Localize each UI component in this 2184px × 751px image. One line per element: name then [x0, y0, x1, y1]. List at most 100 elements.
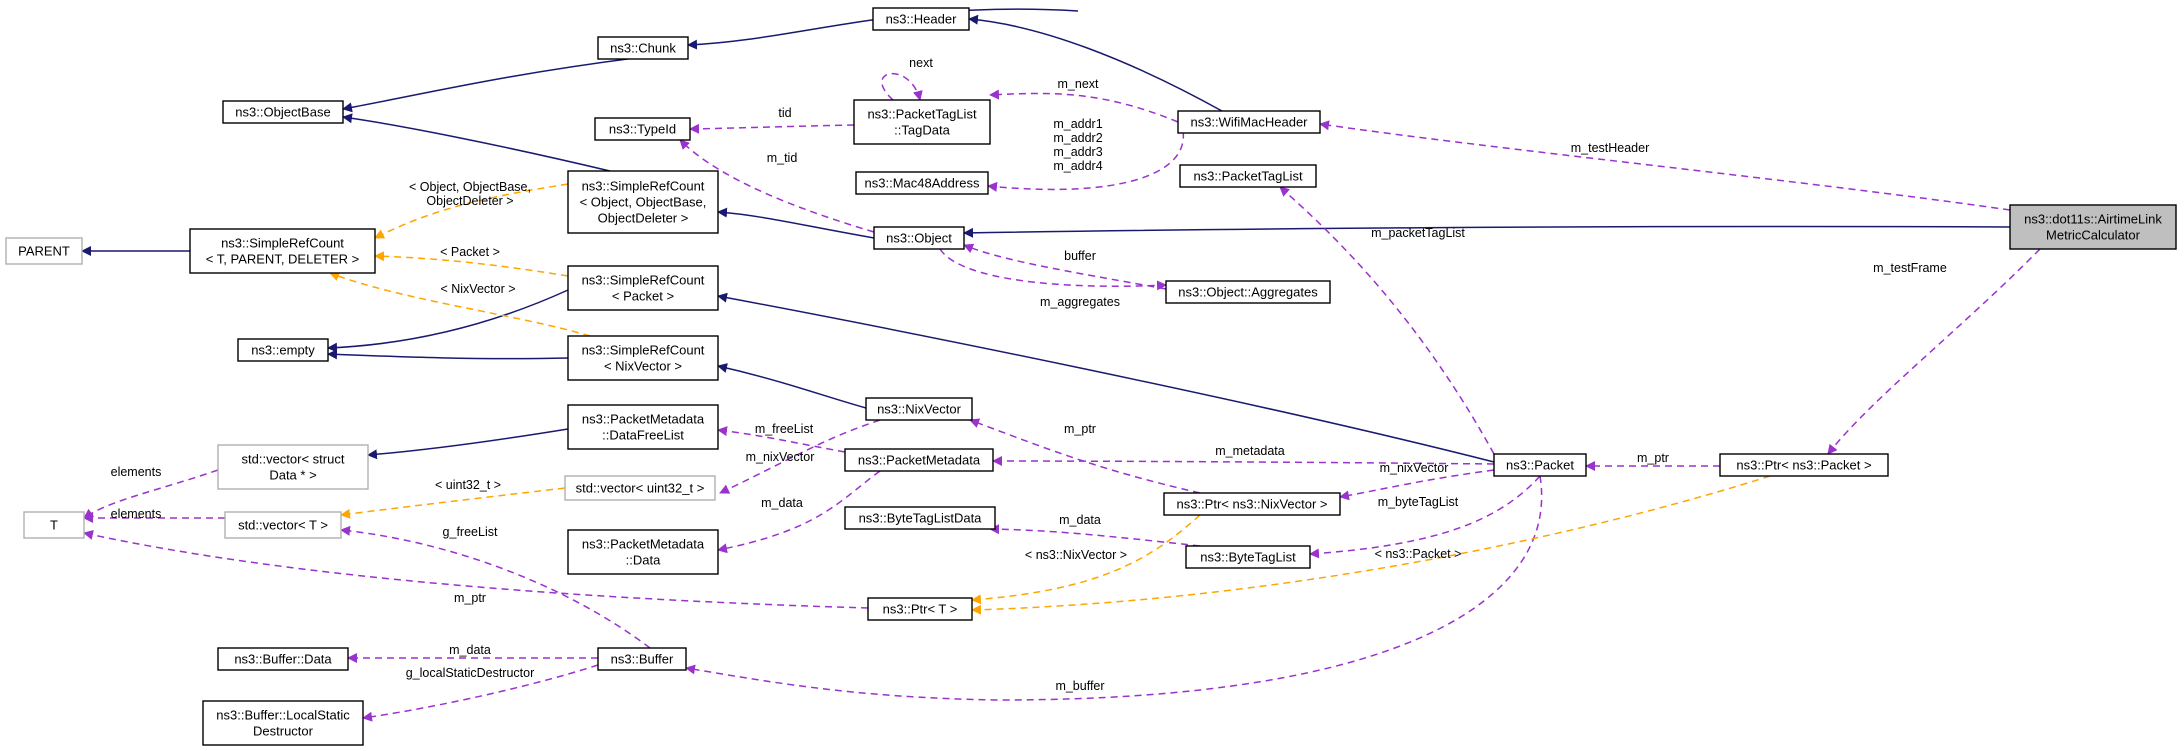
node-parent[interactable]: PARENT [5, 237, 83, 265]
node-label: std::vector< T > [238, 518, 328, 533]
node-objectbase[interactable]: ns3::ObjectBase [222, 100, 344, 124]
usage-edge [1279, 186, 1495, 455]
inheritance-edge [968, 14, 1223, 112]
edge-label-next: next [909, 56, 933, 70]
inheritance-edge [327, 349, 569, 360]
usage-edge [719, 419, 881, 494]
node-buffer[interactable]: ns3::Buffer [597, 647, 687, 671]
node-label: ns3::Buffer [611, 652, 674, 667]
node-label: ns3::TypeId [609, 122, 676, 137]
usage-edge [987, 119, 1185, 192]
edge-label-buffer: buffer [1064, 249, 1096, 263]
node-label: ns3::Header [886, 12, 957, 27]
edge-label-tpl-ptrnix: < ns3::NixVector > [1025, 548, 1127, 562]
node-label: < Object, ObjectBase, [580, 195, 707, 210]
usage-edge [989, 524, 1201, 547]
edge-label-g-lsd: g_localStaticDestructor [406, 666, 535, 680]
node-label: ns3::Ptr< T > [883, 602, 958, 617]
node-label: ns3::ByteTagListData [859, 511, 983, 526]
node-label: ns3::dot11s::AirtimeLink [2024, 212, 2162, 227]
inheritance-edge [717, 207, 875, 239]
node-label: std::vector< uint32_t > [576, 481, 705, 496]
edge-label-m-tid: m_tid [767, 151, 798, 165]
edge-label-m-ptr-packet: m_ptr [1637, 451, 1669, 465]
node-label: ns3::Chunk [610, 41, 676, 56]
node-tagdata[interactable]: ns3::PacketTagList::TagData [853, 99, 991, 145]
node-label: ns3::SimpleRefCount [582, 343, 705, 358]
node-bytetaglistdata[interactable]: ns3::ByteTagListData [844, 506, 996, 530]
node-aggregates[interactable]: ns3::Object::Aggregates [1165, 280, 1331, 304]
node-packetmetadata[interactable]: ns3::PacketMetadata [844, 448, 994, 472]
edge-label-tpl-nix: < NixVector > [440, 282, 515, 296]
usage-edge [881, 73, 923, 101]
node-chunk[interactable]: ns3::Chunk [597, 36, 689, 60]
edge-label-m-nixvector: m_nixVector [1380, 461, 1449, 475]
inheritance-edge [717, 363, 867, 409]
edge-label-g-freelist: g_freeList [443, 525, 498, 539]
usage-edge [685, 475, 1543, 701]
node-label: ::Data [626, 553, 661, 568]
node-object[interactable]: ns3::Object [873, 226, 965, 250]
node-label: < NixVector > [604, 359, 682, 374]
node-srcpacket[interactable]: ns3::SimpleRefCount< Packet > [567, 265, 719, 311]
node-vecuint[interactable]: std::vector< uint32_t > [564, 475, 716, 501]
node-srctpl[interactable]: ns3::SimpleRefCount< T, PARENT, DELETER … [189, 228, 376, 274]
usage-edge [340, 525, 651, 649]
node-t[interactable]: T [23, 511, 85, 539]
edge-label-tpl-ptrpacket: < ns3::Packet > [1375, 547, 1462, 561]
node-srcnix[interactable]: ns3::SimpleRefCount< NixVector > [567, 335, 719, 381]
node-header[interactable]: ns3::Header [872, 7, 970, 31]
node-bufferdata[interactable]: ns3::Buffer::Data [217, 647, 349, 671]
edge-label-elements-struct: elements [111, 465, 162, 479]
template-edge [971, 514, 1201, 605]
edge-label-m-aggregates: m_aggregates [1040, 295, 1120, 309]
edge-label-m-data-btl: m_data [1059, 513, 1101, 527]
node-vect[interactable]: std::vector< T > [224, 511, 342, 539]
node-label: ns3::PacketTagList [1193, 169, 1303, 184]
node-metadata[interactable]: ns3::PacketMetadata::Data [567, 529, 719, 575]
edge-label-m-metadata: m_metadata [1215, 444, 1285, 458]
usage-edge [1319, 120, 2011, 211]
node-bytetaglist[interactable]: ns3::ByteTagList [1185, 545, 1311, 569]
usage-edge [1339, 469, 1495, 501]
usage-edge [362, 664, 599, 722]
node-label: ns3::PacketMetadata [582, 537, 705, 552]
node-label: < T, PARENT, DELETER > [206, 252, 359, 267]
node-datafreelist[interactable]: ns3::PacketMetadata::DataFreeList [567, 404, 719, 450]
node-packettaglist[interactable]: ns3::PacketTagList [1179, 164, 1317, 188]
edge-label-m-testframe: m_testFrame [1873, 261, 1947, 275]
node-ptrpacket[interactable]: ns3::Ptr< ns3::Packet > [1719, 453, 1889, 477]
node-nixvector[interactable]: ns3::NixVector [865, 397, 973, 421]
usage-edge [969, 418, 1201, 494]
node-label: ::TagData [894, 123, 950, 138]
edge-label-elements-t: elements [111, 507, 162, 521]
nodes-layer: ns3::Headerns3::Chunkns3::ObjectBasens3:… [5, 7, 2177, 746]
node-label: ns3::NixVector [877, 402, 961, 417]
edge-label-tpl-packet: < Packet > [440, 245, 500, 259]
node-ptrt[interactable]: ns3::Ptr< T > [867, 597, 973, 621]
node-typeid[interactable]: ns3::TypeId [594, 117, 691, 141]
node-packet[interactable]: ns3::Packet [1493, 453, 1587, 477]
template-edge [329, 271, 591, 337]
usage-edge [689, 123, 855, 134]
node-wifimacheader[interactable]: ns3::WifiMacHeader [1177, 110, 1321, 134]
edge-label-m-freelist: m_freeList [755, 422, 814, 436]
node-ptrnix[interactable]: ns3::Ptr< ns3::NixVector > [1163, 492, 1341, 516]
usage-edge [1309, 475, 1541, 559]
node-label: ns3::Buffer::Data [234, 652, 332, 667]
template-edge [971, 475, 1771, 615]
template-edge [374, 183, 569, 239]
node-label: ns3::SimpleRefCount [221, 236, 344, 251]
node-empty[interactable]: ns3::empty [237, 338, 329, 362]
inheritance-edge [342, 56, 644, 113]
node-label: ns3::Mac48Address [865, 176, 980, 191]
node-label: Data * > [269, 468, 316, 483]
node-srcobj[interactable]: ns3::SimpleRefCount< Object, ObjectBase,… [567, 170, 719, 234]
node-mac48[interactable]: ns3::Mac48Address [855, 171, 989, 195]
